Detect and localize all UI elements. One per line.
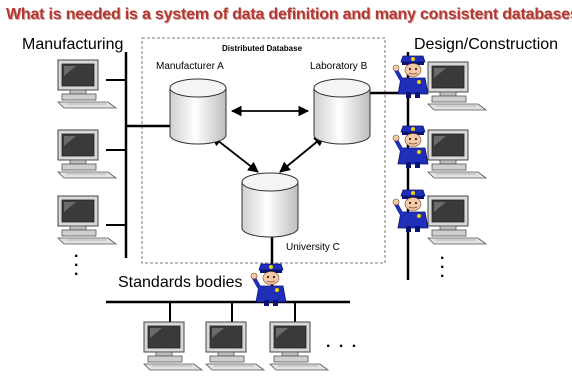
computer-icon <box>427 195 487 245</box>
computer-icon <box>143 321 203 371</box>
police-officer-icon <box>391 124 430 170</box>
ellipsis-left: . . . <box>74 244 79 279</box>
distributed-database-label: Distributed Database <box>222 44 303 53</box>
distributed-database-box <box>141 37 386 264</box>
police-officer-icon <box>391 188 430 234</box>
computer-icon <box>57 59 117 109</box>
police-officer-icon <box>391 54 430 100</box>
db-label-c: University C <box>286 242 340 253</box>
db-label-b: Laboratory B <box>310 61 368 72</box>
db-label-a: Manufacturer A <box>156 61 224 72</box>
arrow-a-c <box>211 135 259 173</box>
arrow-b-c <box>279 135 325 173</box>
computer-icon <box>57 129 117 179</box>
ellipsis-right: . . . <box>440 246 445 281</box>
police-officer-icon <box>249 262 288 308</box>
computer-icon <box>427 129 487 179</box>
ellipsis-bottom: . . . <box>326 334 359 351</box>
computer-icon <box>205 321 265 371</box>
page-title: What is needed is a system of data defin… <box>6 6 572 23</box>
computer-icon <box>57 195 117 245</box>
group-label-standards: Standards bodies <box>118 274 243 291</box>
database-cylinder-icon <box>313 78 371 145</box>
group-label-manufacturing: Manufacturing <box>22 36 124 53</box>
database-cylinder-icon <box>241 172 299 238</box>
group-label-design: Design/Construction <box>414 36 559 53</box>
database-cylinder-icon <box>169 78 227 145</box>
computer-icon <box>427 61 487 111</box>
computer-icon <box>269 321 329 371</box>
